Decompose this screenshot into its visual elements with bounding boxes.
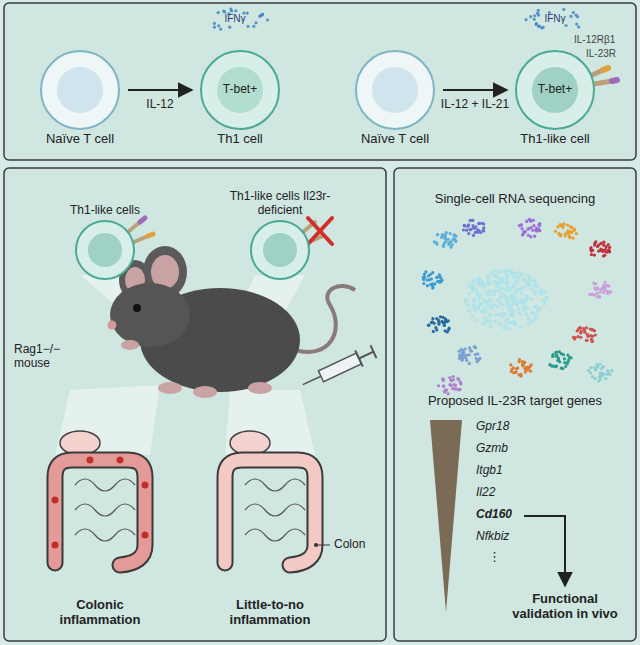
cell-label: Th1-like cell <box>520 132 589 147</box>
text-label: Cd160 <box>476 508 512 522</box>
cell-circle: T-bet+Th1-like cell <box>515 50 595 130</box>
leader-line <box>316 545 330 546</box>
marker-text: T-bet+ <box>538 83 572 97</box>
leader-dot <box>314 543 318 547</box>
cell-circle: Naïve T cell <box>355 50 435 130</box>
text-label: Gzmb <box>476 442 508 456</box>
mouse-illustration <box>108 246 356 398</box>
cell-circle: T-bet+Th1 cell <box>200 50 280 130</box>
cell-circle: Th1-like cells Il23r-deficient <box>250 220 310 280</box>
text-label: ⋮ <box>488 550 501 565</box>
cell-label: Naïve T cell <box>46 132 114 147</box>
text-label: IFNγ <box>224 13 245 25</box>
rank-wedge <box>430 420 462 612</box>
cell-label: Th1-like cells <box>70 204 140 218</box>
marker-text: T-bet+ <box>223 83 257 97</box>
text-label: Proposed IL-23R target genes <box>428 394 602 409</box>
text-label: Rag1−/− mouse <box>14 343 74 371</box>
nucleus: T-bet+ <box>532 67 578 113</box>
light-beam <box>55 275 315 455</box>
text-label: IL-12Rβ1 <box>574 34 615 46</box>
text-label: Functional validation in vivo <box>505 592 625 622</box>
nucleus <box>57 67 103 113</box>
nucleus <box>372 67 418 113</box>
umap-scatter <box>422 218 614 396</box>
text-label: Colon <box>334 538 365 552</box>
edge-label: IL-12 <box>146 97 173 111</box>
text-label: IL-23R <box>586 48 616 60</box>
cell-label: Th1 cell <box>217 132 263 147</box>
text-label: Colonic inflammation <box>40 598 160 628</box>
cell-circle: Th1-like cells <box>75 220 135 280</box>
arrow-connector <box>128 89 192 91</box>
text-label: Gpr18 <box>476 420 509 434</box>
text-label: Itgb1 <box>476 464 503 478</box>
cell-label: Th1-like cells Il23r-deficient <box>225 190 335 218</box>
edge-label: IL-12 + IL-21 <box>441 97 509 111</box>
text-label: Single-cell RNA sequencing <box>435 192 595 207</box>
arrow-connector <box>443 89 507 91</box>
text-label: Nfkbiz <box>476 530 509 544</box>
sequencing-panel <box>394 168 636 641</box>
nucleus <box>263 233 297 267</box>
top-panel <box>4 3 636 160</box>
cell-circle: Naïve T cell <box>40 50 120 130</box>
text-label: Little-to-no inflammation <box>215 598 325 628</box>
colon-illustration <box>52 431 316 565</box>
validation-arrow <box>524 516 565 586</box>
nucleus <box>88 233 122 267</box>
nucleus: T-bet+ <box>217 67 263 113</box>
text-label: IFNγ <box>544 13 565 25</box>
syringe <box>299 344 377 393</box>
cell-label: Naïve T cell <box>361 132 429 147</box>
mouse-panel <box>4 168 386 641</box>
text-label: Il22 <box>476 486 495 500</box>
ifn-cloud <box>213 7 581 30</box>
red-cross <box>308 218 332 244</box>
